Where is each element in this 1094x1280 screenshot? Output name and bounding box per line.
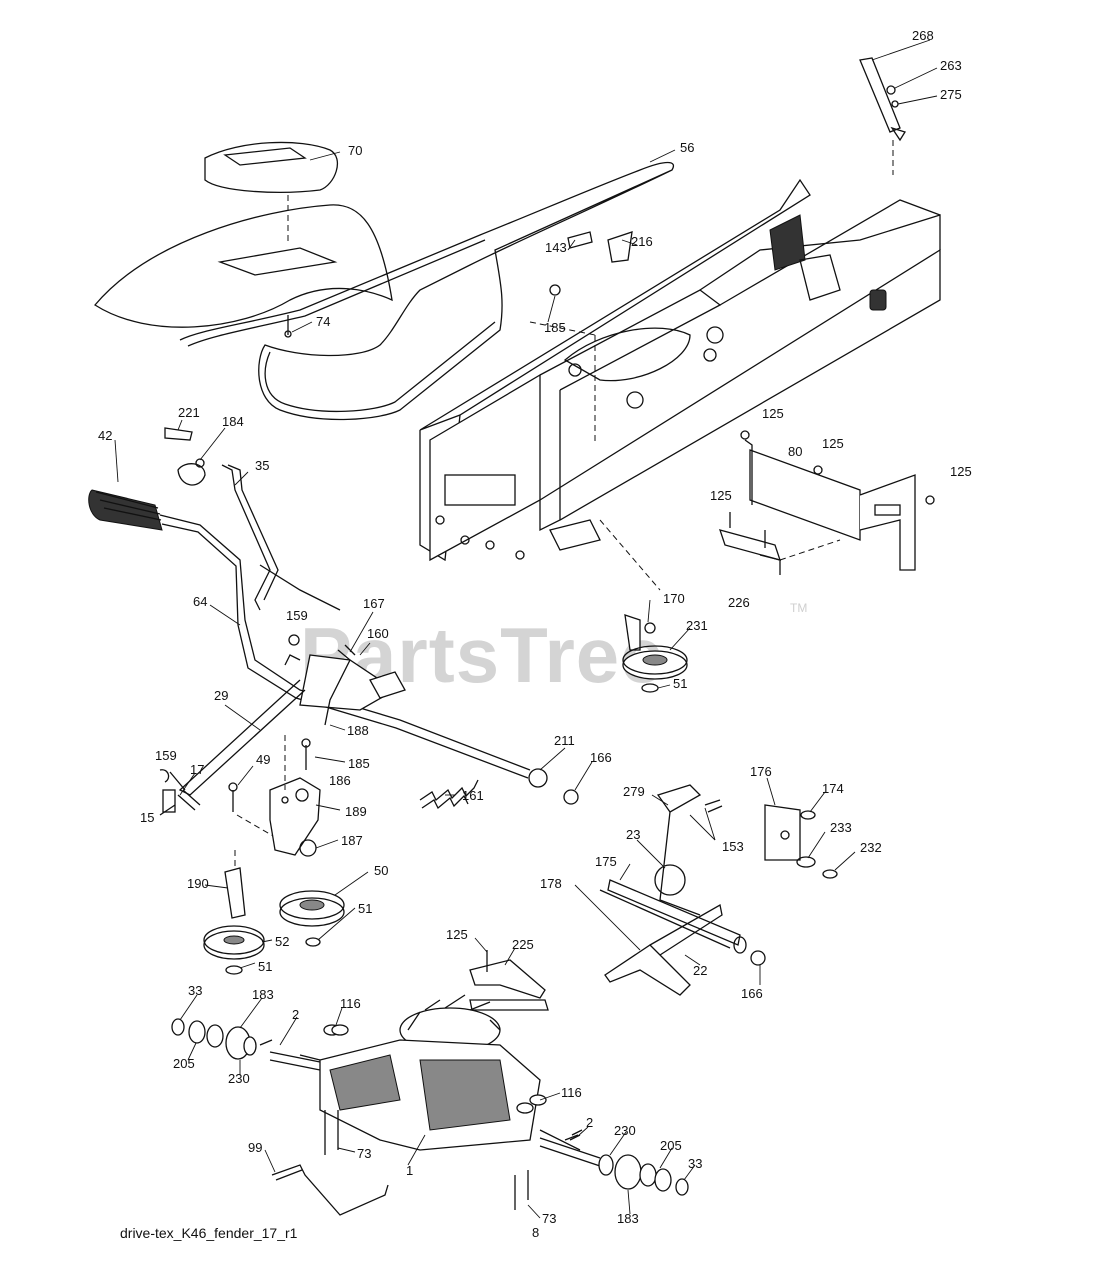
callout-161: 161	[462, 788, 484, 803]
upper-idler-pulley	[622, 614, 688, 693]
callout-125-a: 125	[762, 406, 784, 421]
callout-230-left: 230	[228, 1071, 250, 1086]
callout-231: 231	[686, 618, 708, 633]
callout-33-left: 33	[188, 983, 202, 998]
callout-22: 22	[693, 963, 707, 978]
tension-spring	[419, 768, 579, 810]
callout-125-e: 125	[446, 927, 468, 942]
callout-73-upper: 73	[357, 1146, 371, 1161]
callout-189: 189	[345, 804, 367, 819]
callout-183-left: 183	[252, 987, 274, 1002]
callout-176: 176	[750, 764, 772, 779]
diagram-caption: drive-tex_K46_fender_17_r1	[120, 1225, 298, 1241]
callout-74: 74	[316, 314, 330, 329]
callout-226: 226	[728, 595, 750, 610]
callout-205-left: 205	[173, 1056, 195, 1071]
callout-221: 221	[178, 405, 200, 420]
callout-166-upper: 166	[590, 750, 612, 765]
callout-29: 29	[214, 688, 228, 703]
callout-233: 233	[830, 820, 852, 835]
callout-268: 268	[912, 28, 934, 43]
callout-35: 35	[255, 458, 269, 473]
callout-70: 70	[348, 143, 362, 158]
callout-143: 143	[545, 240, 567, 255]
callout-205-right: 205	[660, 1138, 682, 1153]
lower-pulleys	[203, 850, 345, 975]
callout-159-top: 159	[286, 608, 308, 623]
callout-275: 275	[940, 87, 962, 102]
center-linkage	[159, 634, 406, 841]
callout-17: 17	[190, 762, 204, 777]
right-axle-washers	[598, 1154, 689, 1196]
callout-183-right: 183	[617, 1211, 639, 1226]
callout-labels: 268 263 275 70 56 74 143 216 185 221 184…	[98, 28, 972, 1240]
callout-153: 153	[722, 839, 744, 854]
drive-belt	[179, 161, 675, 421]
callout-116-lower: 116	[561, 1085, 582, 1100]
tractor-frame	[419, 178, 941, 591]
callout-184: 184	[222, 414, 244, 429]
brake-linkage	[599, 784, 838, 996]
callout-33-right: 33	[688, 1156, 702, 1171]
drive-lever-assembly	[88, 427, 531, 779]
watermark-trademark: TM	[790, 601, 807, 615]
callout-185-top: 185	[544, 320, 566, 335]
left-axle-washers	[171, 1018, 257, 1060]
callout-125-c: 125	[950, 464, 972, 479]
callout-185-mid: 185	[348, 756, 370, 771]
callout-23: 23	[626, 827, 640, 842]
callout-174: 174	[822, 781, 844, 796]
top-hardware	[549, 231, 633, 296]
callout-73-lower: 73	[542, 1211, 556, 1226]
callout-125-b: 125	[822, 436, 844, 451]
callout-8: 8	[532, 1225, 539, 1240]
callout-175: 175	[595, 854, 617, 869]
callout-216: 216	[631, 234, 653, 249]
callout-52: 52	[275, 934, 289, 949]
shift-lever	[859, 57, 906, 175]
callout-190: 190	[187, 876, 209, 891]
callout-80: 80	[788, 444, 802, 459]
callout-51-mid: 51	[358, 901, 372, 916]
callout-99: 99	[248, 1140, 262, 1155]
mounting-bracket	[718, 430, 935, 575]
callout-230-right: 230	[614, 1123, 636, 1138]
callout-186: 186	[329, 773, 351, 788]
callout-188: 188	[347, 723, 369, 738]
callout-51-upper: 51	[673, 676, 687, 691]
callout-leader-lines	[114, 39, 938, 1219]
callout-232: 232	[860, 840, 882, 855]
callout-167: 167	[363, 596, 385, 611]
fender-assembly	[94, 141, 393, 338]
callout-166-lower: 166	[741, 986, 763, 1001]
callout-160: 160	[367, 626, 389, 641]
callout-159-left: 159	[155, 748, 177, 763]
callout-42: 42	[98, 428, 112, 443]
callout-56: 56	[680, 140, 694, 155]
callout-51-lower: 51	[258, 959, 272, 974]
callout-279: 279	[623, 784, 645, 799]
callout-187: 187	[341, 833, 363, 848]
callout-263: 263	[940, 58, 962, 73]
callout-1: 1	[406, 1163, 413, 1178]
callout-2-right: 2	[586, 1115, 593, 1130]
callout-2-left: 2	[292, 1007, 299, 1022]
callout-170: 170	[663, 591, 685, 606]
callout-50: 50	[374, 863, 388, 878]
idler-arm-plate	[269, 735, 321, 857]
callout-125-d: 125	[710, 488, 732, 503]
transmission-bracket	[469, 950, 549, 1011]
callout-116-upper: 116	[340, 996, 361, 1011]
callout-211: 211	[554, 733, 575, 748]
callout-15: 15	[140, 810, 154, 825]
callout-225: 225	[512, 937, 534, 952]
transmission	[259, 994, 601, 1210]
callout-178: 178	[540, 876, 562, 891]
callout-64: 64	[193, 594, 207, 609]
callout-49: 49	[256, 752, 270, 767]
